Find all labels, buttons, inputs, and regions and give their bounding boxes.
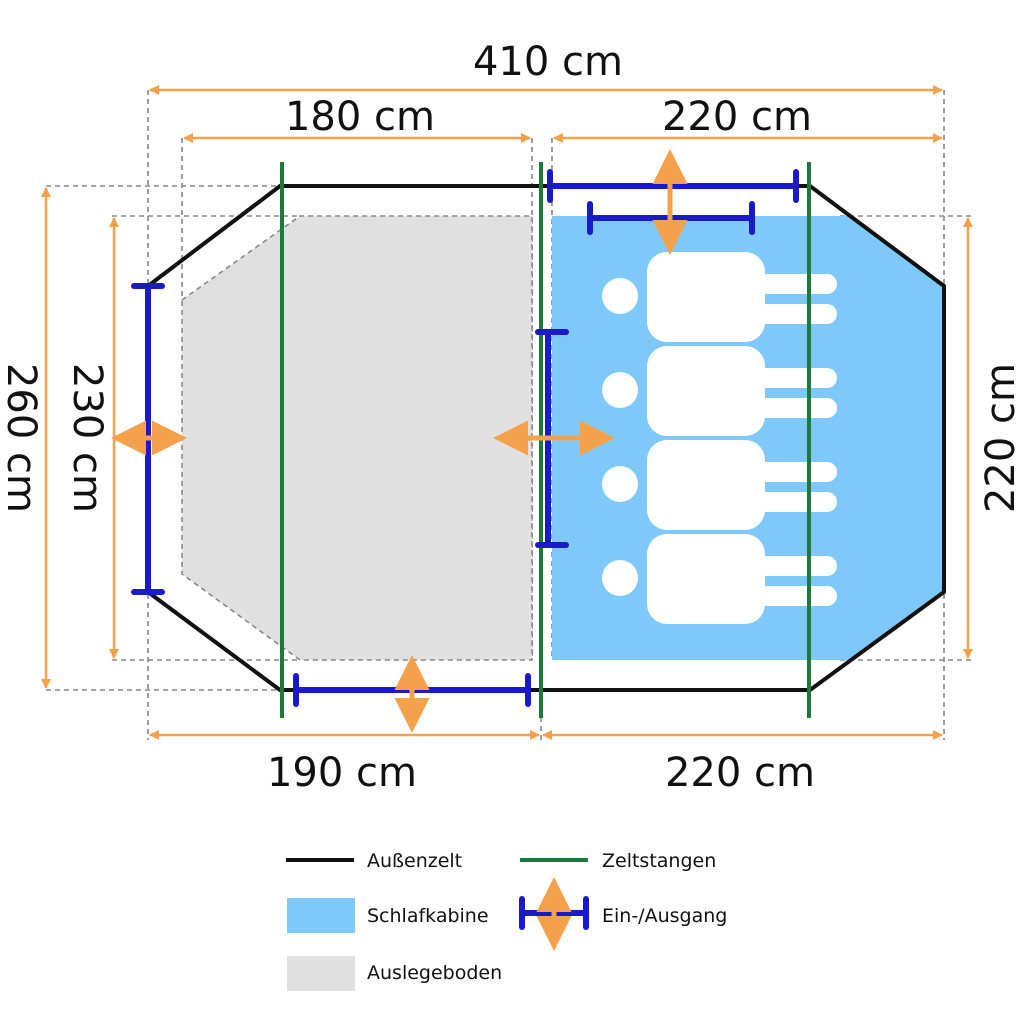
legend-outer-tent: Außenzelt: [286, 850, 462, 872]
legend-cabin: Schlafkabine: [287, 898, 489, 933]
dim-height-cabin: 220 cm: [978, 363, 1024, 513]
dim-height-floor: 230 cm: [64, 363, 110, 513]
outer-tent-outline: [146, 184, 946, 692]
sleeper-1: [602, 252, 837, 342]
legend-floor: Auslegeboden: [287, 956, 502, 991]
sleeper-2: [602, 346, 837, 436]
sleeper-3: [602, 440, 837, 530]
entrance-arrows: [111, 149, 688, 733]
legend-floor-label: Auslegeboden: [367, 962, 502, 984]
legend-entrance-label: Ein-/Ausgang: [602, 905, 727, 927]
entrance-top-outer: [547, 169, 799, 203]
legend-poles: Zeltstangen: [520, 850, 716, 872]
floor-area: [181, 215, 533, 661]
legend-poles-label: Zeltstangen: [602, 850, 716, 872]
legend-floor-swatch: [287, 956, 355, 991]
legend-cabin-label: Schlafkabine: [367, 905, 489, 927]
dim-top-right: 220 cm: [662, 94, 812, 140]
legend: Außenzelt Zeltstangen Schlafkabine Ein-/…: [286, 850, 727, 991]
sleeper-figures: [602, 252, 837, 624]
legend-entrance: Ein-/Ausgang: [519, 877, 727, 951]
dim-height-outer: 260 cm: [0, 363, 44, 513]
sleeper-4: [602, 534, 837, 624]
dim-bottom-right: 220 cm: [665, 750, 815, 796]
dim-bottom-left: 190 cm: [267, 750, 417, 796]
dimension-lines: [41, 85, 973, 740]
legend-outer-tent-label: Außenzelt: [367, 850, 462, 872]
legend-cabin-swatch: [287, 898, 355, 933]
dim-top-left: 180 cm: [285, 94, 435, 140]
dim-total-width: 410 cm: [473, 39, 623, 85]
